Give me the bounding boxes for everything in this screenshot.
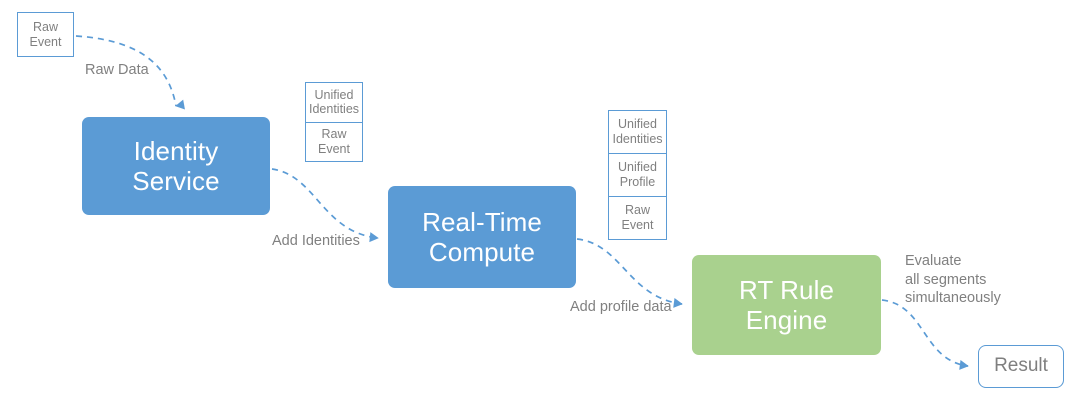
connector-identity-service-to-realtime-compute bbox=[271, 168, 379, 243]
node-result-label: Result bbox=[994, 355, 1048, 377]
node-realtime-compute[interactable]: Real-Time Compute bbox=[388, 186, 576, 288]
payload-cell: Unified Identities bbox=[306, 83, 362, 123]
node-identity-service[interactable]: Identity Service bbox=[82, 117, 270, 215]
payload-cell: Unified Profile bbox=[609, 154, 666, 197]
payload-cell: Unified Identities bbox=[609, 111, 666, 154]
payload-after-identity-service: Unified Identities Raw Event bbox=[305, 82, 363, 162]
connector-realtime-compute-to-rt-rule-engine bbox=[576, 238, 683, 308]
payload-cell: Raw Event bbox=[621, 203, 654, 232]
edge-label-evaluate-segments: Evaluate all segments simultaneously bbox=[905, 253, 1001, 307]
edge-label-add-profile-data: Add profile data bbox=[570, 299, 672, 315]
node-rt-rule-engine[interactable]: RT Rule Engine bbox=[692, 255, 881, 355]
node-identity-service-label: Identity Service bbox=[132, 135, 220, 196]
edge-label-add-identities: Add Identities bbox=[272, 233, 360, 249]
payload-after-realtime-compute: Unified Identities Unified Profile Raw E… bbox=[608, 110, 667, 240]
node-result[interactable]: Result bbox=[978, 345, 1064, 388]
node-rt-rule-engine-label: RT Rule Engine bbox=[738, 274, 835, 335]
edge-label-raw-data: Raw Data bbox=[85, 62, 149, 78]
node-realtime-compute-label: Real-Time Compute bbox=[422, 206, 542, 267]
node-raw-event-source[interactable]: Raw Event bbox=[17, 12, 74, 57]
payload-cell: Raw Event bbox=[318, 127, 350, 156]
node-raw-event-source-label: Raw Event bbox=[29, 19, 62, 49]
connector-rt-rule-engine-to-result bbox=[881, 299, 969, 370]
